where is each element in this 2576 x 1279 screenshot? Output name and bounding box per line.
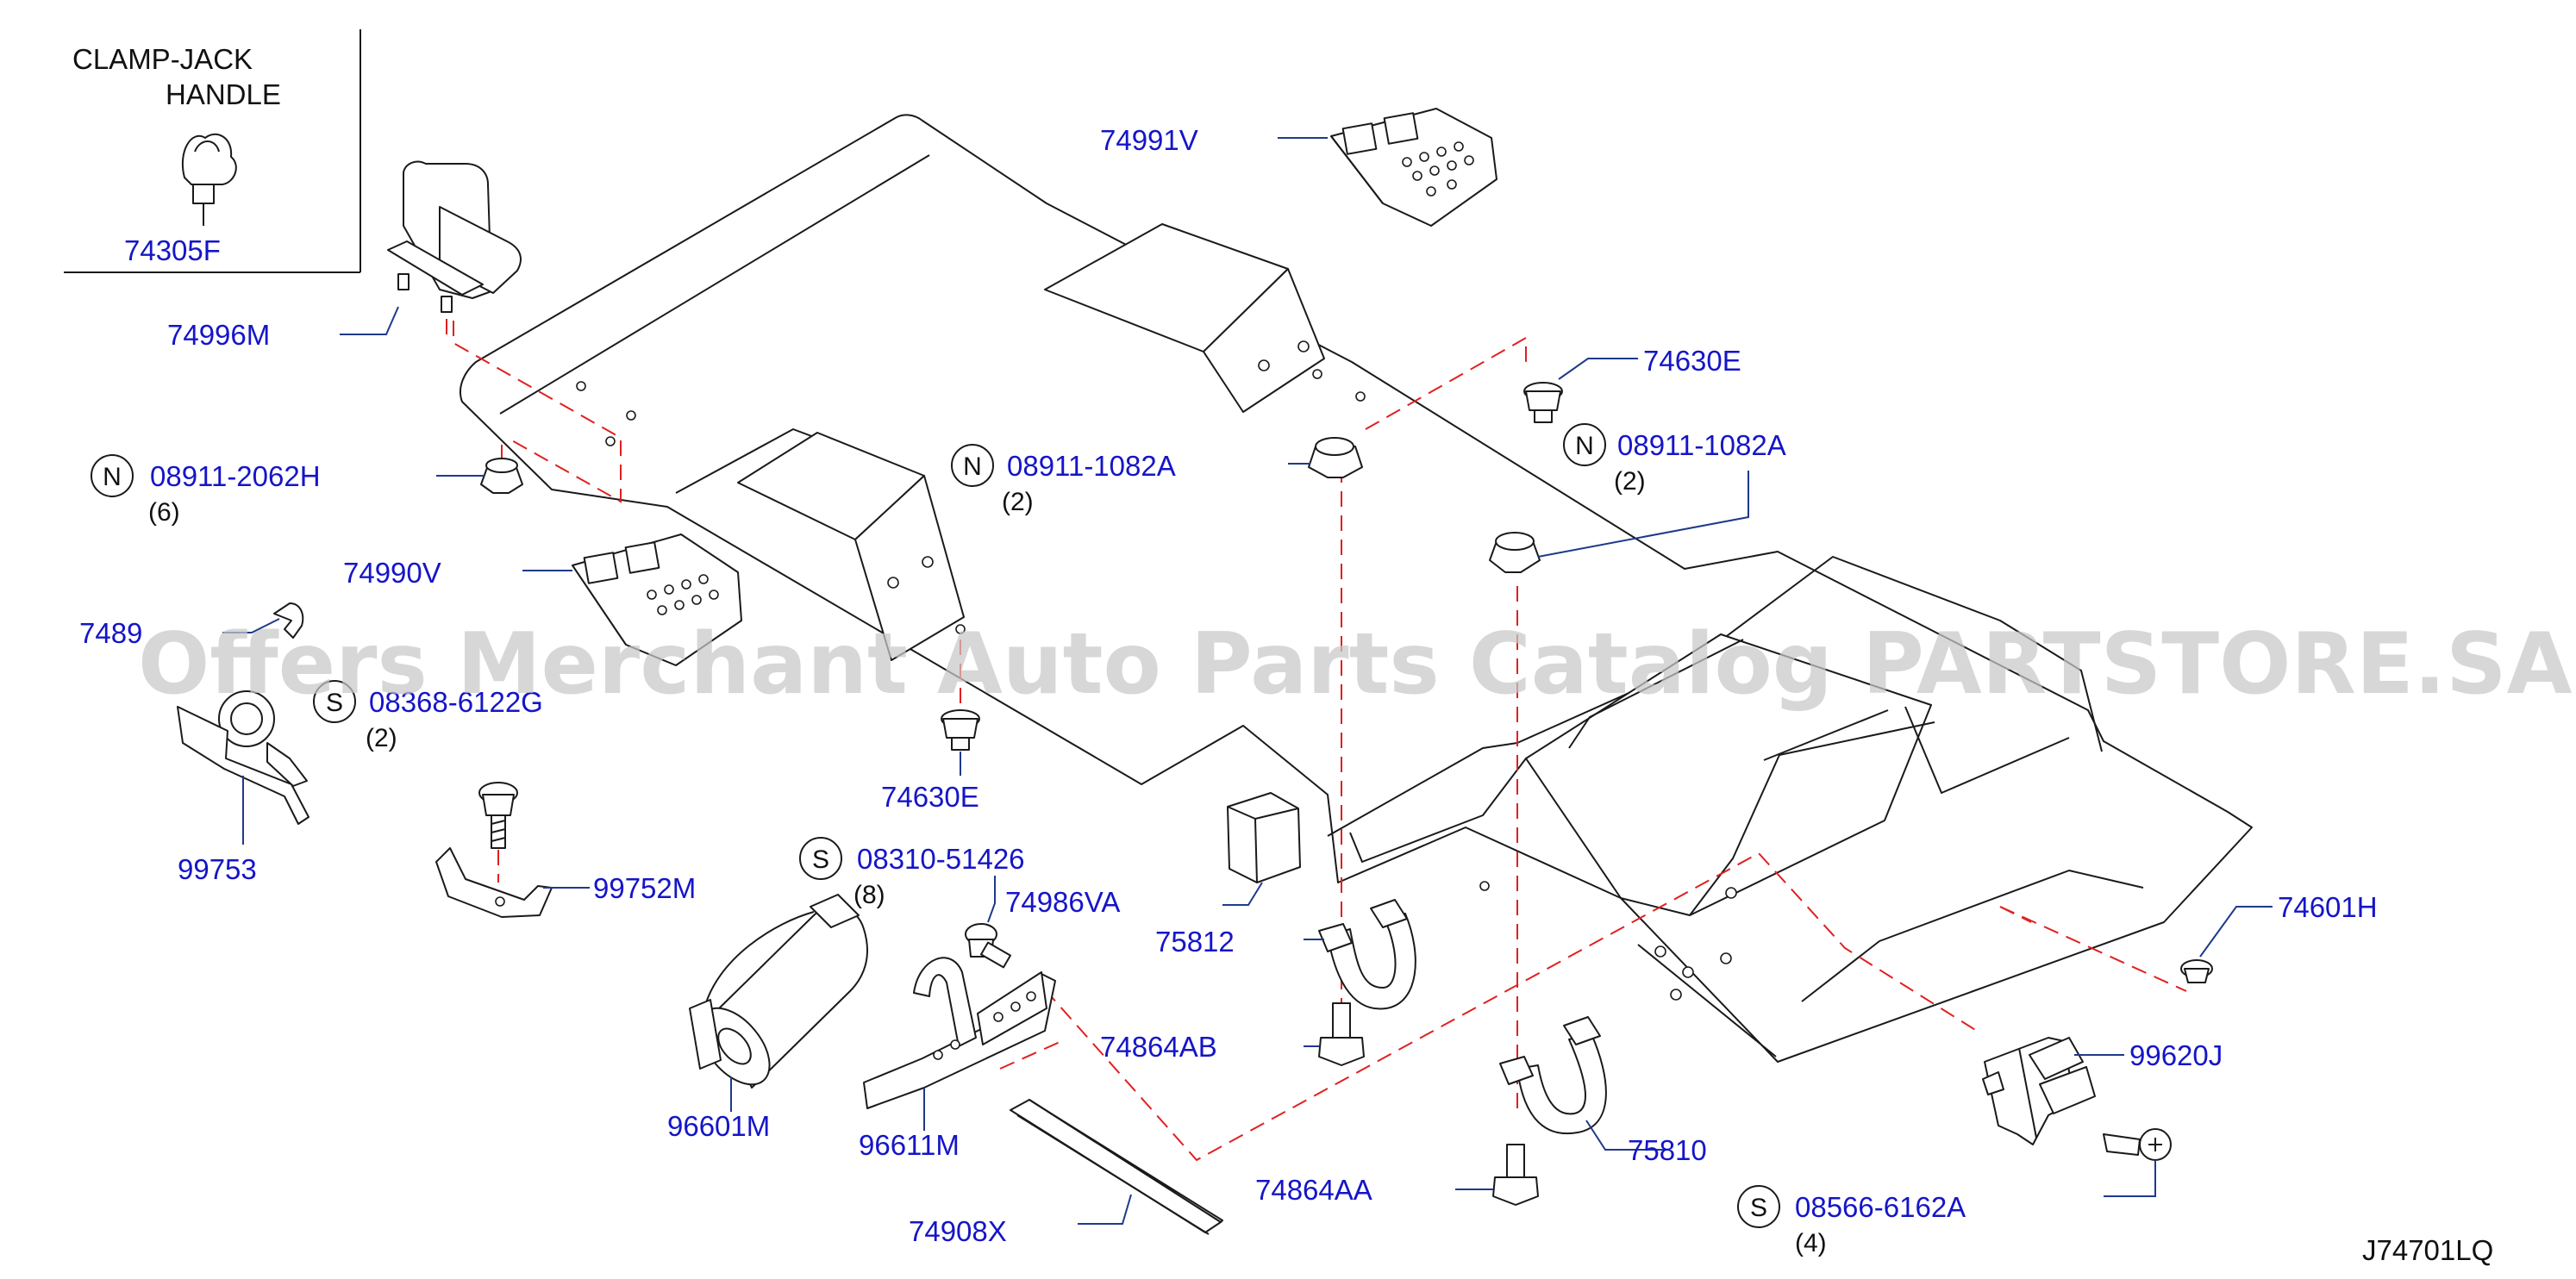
s-symbol-6122: S [326,689,343,717]
part-label-08911-1082A-left[interactable]: 08911-1082A [1007,450,1176,482]
assembly-lines [453,321,2187,1162]
qty-08911-1082A-left: (2) [1002,488,1034,516]
part-label-99753[interactable]: 99753 [178,853,257,885]
bolt-74864AB [1318,1002,1365,1066]
n-symbol-1082-left: N [963,452,982,481]
part-label-74630E-mid[interactable]: 74630E [881,781,979,813]
part-label-99620J[interactable]: 99620J [2129,1039,2223,1071]
bracket-99752M [435,847,553,918]
s-symbol-6162: S [1750,1194,1767,1222]
canister-96601M [689,894,868,1089]
diagram-code: J74701LQ [2362,1234,2493,1266]
part-label-75810[interactable]: 75810 [1628,1134,1707,1166]
part-label-74991V[interactable]: 74991V [1100,124,1198,156]
s-symbol-circle-51426 [799,837,842,880]
qty-08911-2062H: (6) [148,498,180,527]
part-label-08368-6122G[interactable]: 08368-6122G [369,686,543,718]
part-label-99752M[interactable]: 99752M [593,872,696,904]
qty-08566-6162A: (4) [1795,1229,1827,1257]
strap-75810 [1499,1016,1607,1135]
qty-08911-1082A-right: (2) [1614,467,1646,496]
part-label-74908X[interactable]: 74908X [909,1215,1007,1247]
part-label-08911-2062H[interactable]: 08911-2062H [150,460,321,492]
qty-08310-51426: (8) [853,881,885,909]
inset-title-line1: CLAMP-JACK [72,43,253,75]
part-label-74864AB[interactable]: 74864AB [1100,1031,1217,1063]
inset-box [64,29,361,273]
screw-74986VA [965,923,1011,969]
part-label-74996M[interactable]: 74996M [167,319,270,351]
nut-08911-2062H [480,458,523,494]
part-label-74986VA[interactable]: 74986VA [1005,886,1120,918]
clamp-jack-handle-part [181,133,237,226]
part-label-74601H[interactable]: 74601H [2278,891,2378,923]
n-symbol-2062: N [103,463,122,491]
part-label-7489-partial[interactable]: 7489 [79,617,142,649]
part-label-96611M[interactable]: 96611M [859,1129,960,1161]
qty-08368-6122G: (2) [366,724,397,752]
switch-block-74990V [572,533,742,666]
n-symbol-1082-right: N [1575,432,1594,460]
n-symbol-circle-1082-left [951,444,994,487]
watermark: Offers Merchant Auto Parts Catalog PARTS… [138,615,2573,714]
inset-title-line2: HANDLE [166,78,281,110]
part-label-74864AA[interactable]: 74864AA [1255,1174,1372,1206]
nut-08911-1082A-left [1308,437,1363,478]
rail-74908X [1010,1099,1223,1235]
bracket-74996M [387,160,522,313]
n-symbol-circle-2062 [91,454,134,497]
rear-floor-panel [460,114,2253,1063]
switch-block-74991V [1330,108,1497,227]
nut-08911-1082A-right [1489,532,1541,573]
s-symbol-51426: S [812,845,829,874]
screw-08566-6162A [2103,1128,2172,1161]
trim-75812 [1227,792,1301,883]
bolt-74864AA [1492,1144,1539,1206]
part-label-96601M[interactable]: 96601M [667,1110,770,1142]
s-symbol-circle-6162 [1737,1185,1780,1228]
bracket-99620J [1982,1037,2096,1145]
n-symbol-circle-1082-right [1563,423,1606,466]
clip-7489-partial [273,602,304,639]
part-label-74630E-top[interactable]: 74630E [1643,345,1741,377]
strap-75812 [1318,899,1416,1010]
bracket-96611M [863,957,1056,1109]
part-label-08566-6162A[interactable]: 08566-6162A [1795,1191,1966,1223]
clip-74630E-top [1523,382,1563,423]
part-label-74990V[interactable]: 74990V [343,557,441,589]
s-symbol-circle-6122 [313,680,356,723]
grommet-74601H [2180,959,2213,983]
clip-74630E-mid [941,709,980,751]
screw-08368-6122G [478,782,518,849]
part-label-08911-1082A-right[interactable]: 08911-1082A [1617,429,1786,461]
part-label-74305F[interactable]: 74305F [124,234,221,266]
part-label-08310-51426[interactable]: 08310-51426 [857,843,1025,875]
clip-99753 [177,690,309,825]
part-label-75812[interactable]: 75812 [1155,926,1235,958]
